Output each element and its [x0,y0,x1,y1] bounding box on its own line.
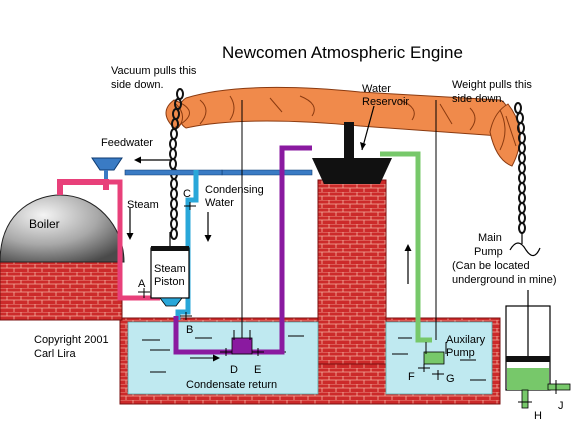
steam-pipe [117,228,160,301]
valve-f [418,364,430,372]
steam-piston-label-2: Piston [154,276,185,288]
left-chain [169,88,184,240]
copyright-label-1: Copyright 2001 [34,334,109,346]
boiler-dome [0,194,125,263]
valve-a [138,288,150,298]
valve-e-label: E [254,364,261,376]
vacuum-label-2: side down. [111,79,164,91]
rocking-beam [165,86,521,167]
aux-pump-cylinder [423,351,445,365]
valve-g [432,370,444,380]
vacuum-label-1: Vacuum pulls this [111,65,197,77]
main-pump-label-2: Pump [474,246,503,258]
feed-pipe [221,169,313,176]
aux-pump-pipe [380,151,432,343]
valve-d [220,348,232,356]
reservoir-pointer [361,105,375,151]
aux-pump-label-1: Auxilary [446,334,486,346]
valve-a-label: A [138,278,146,290]
main-pump-label-4: underground in mine) [452,274,557,286]
feedwater-label: Feedwater [101,137,153,149]
valve-e [252,348,264,356]
condensate-pool [127,321,319,395]
valve-h-label: H [534,410,542,422]
valve-j-label: J [558,400,564,412]
steam-piston [151,246,189,251]
boiler-label: Boiler [29,217,60,231]
main-pump-label-3: (Can be located [452,260,530,272]
valve-d-label: D [230,364,238,376]
water-reservoir [312,122,392,184]
valve-f-label: F [408,371,415,383]
steam-label: Steam [127,199,159,211]
aux-pump-label-2: Pump [446,347,475,359]
feedwater-funnel [91,157,123,171]
main-pump [505,290,571,409]
condensate-piston [231,337,253,355]
weight-label-1: Weight pulls this [452,79,532,91]
steam-piston-label-1: Steam [154,263,186,275]
valve-b-label: B [186,324,193,336]
pump-rod-break [509,242,541,257]
diagram-title: Newcomen Atmospheric Engine [222,43,463,62]
main-pump-label-1: Main [478,232,502,244]
condensing-label-2: Water [205,197,234,209]
condensate-return-label: Condensate return [186,379,277,391]
condensing-label-1: Condensing [205,184,264,196]
valve-b [180,312,192,320]
weight-label-2: side down. [452,93,505,105]
valve-g-label: G [446,373,455,385]
valve-c-label: C [183,188,191,200]
condensate-return-pipe [173,145,312,355]
copyright-label-2: Carl Lira [34,348,76,360]
water-reservoir-label-1: Water [362,83,391,95]
water-reservoir-label-2: Reservoir [362,96,409,108]
valve-c [184,202,196,210]
